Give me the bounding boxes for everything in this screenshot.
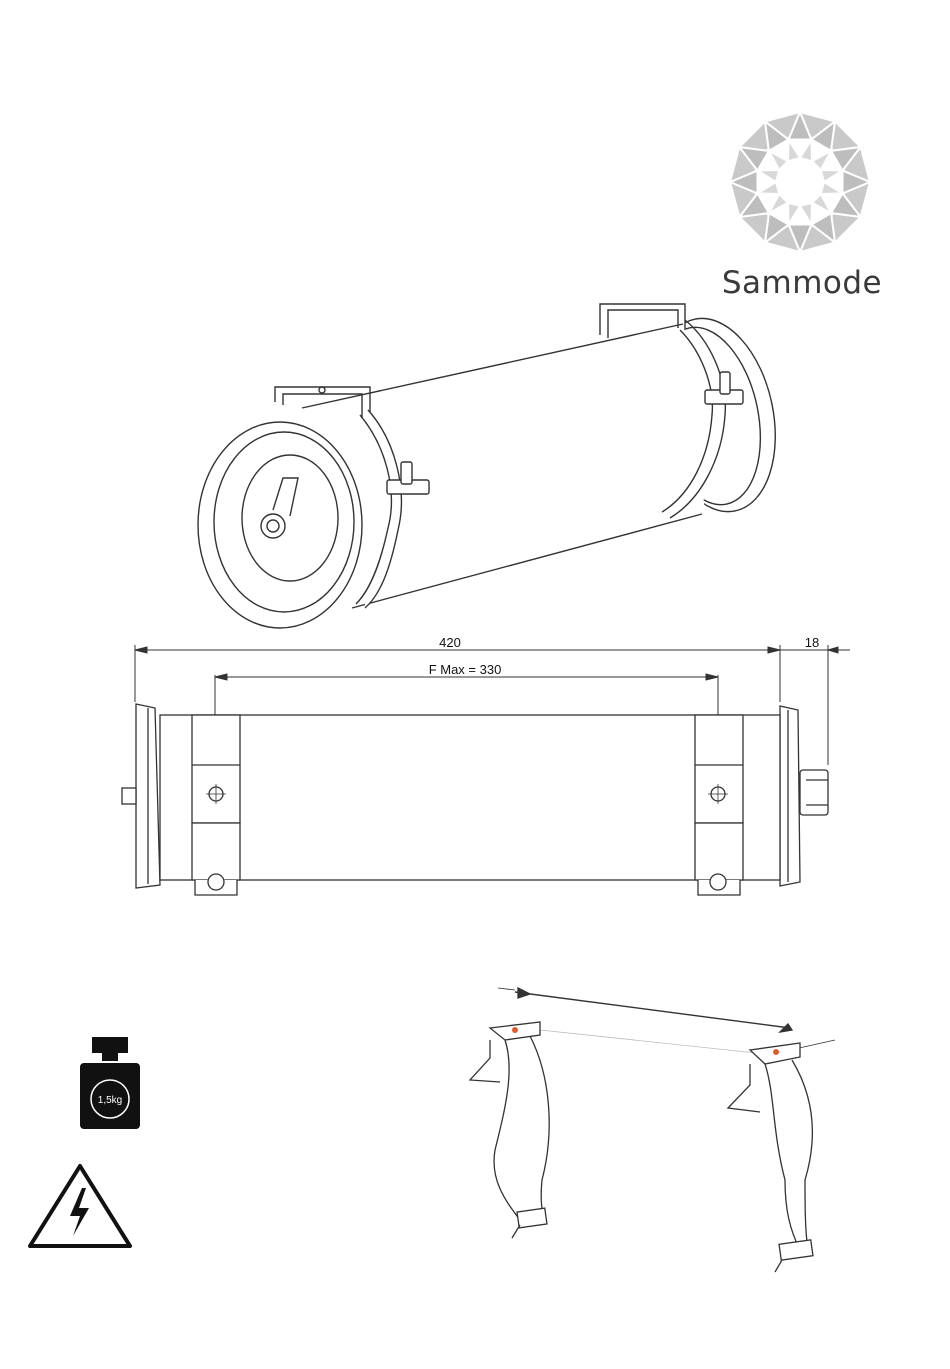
logo-facet — [769, 194, 788, 213]
logo-facet — [769, 151, 788, 170]
overall-length-label: 420 — [439, 635, 461, 650]
logo-facet — [812, 151, 831, 170]
logo-facet — [788, 140, 800, 162]
gland-length-label: 18 — [805, 635, 819, 650]
logo-facet — [739, 121, 769, 150]
logo-facet — [812, 194, 831, 213]
gem-logo-icon — [712, 110, 892, 260]
weight-icon: 1,5kg — [78, 1035, 142, 1131]
logo-facet — [788, 203, 800, 225]
logo-facet — [821, 170, 843, 182]
bracket-fixing-drawing — [460, 980, 860, 1280]
logo-facet — [758, 182, 780, 194]
side-view-dimension-drawing: 420 F Max = 330 18 — [100, 630, 860, 910]
fixing-distance-label: F Max = 330 — [429, 662, 502, 677]
logo-facet — [831, 121, 861, 150]
logo-facet — [758, 170, 780, 182]
high-voltage-warning-icon — [26, 1162, 134, 1250]
isometric-luminaire-drawing — [180, 290, 790, 630]
logo-facet — [739, 213, 769, 243]
logo-facet — [821, 182, 843, 194]
weight-label: 1,5kg — [98, 1095, 122, 1106]
logo-facet — [800, 140, 812, 162]
logo-facet — [831, 213, 861, 243]
logo-facet — [800, 203, 812, 225]
brand-logo: Sammode — [712, 110, 892, 310]
